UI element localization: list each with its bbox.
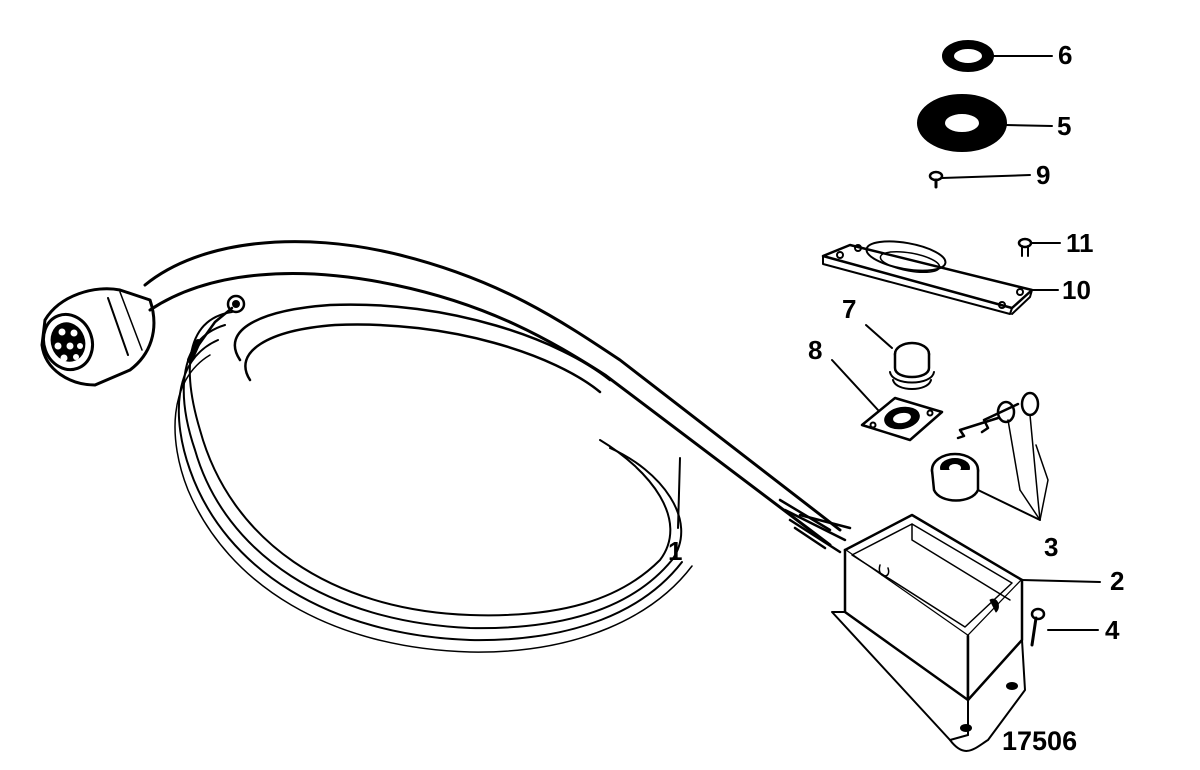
grommet-large bbox=[917, 94, 1007, 152]
callout-1: 1 bbox=[668, 536, 683, 566]
callout-11: 11 bbox=[1066, 228, 1094, 258]
wire-ends bbox=[778, 498, 852, 554]
callout-2: 2 bbox=[1110, 566, 1125, 596]
callout-10: 10 bbox=[1062, 275, 1091, 305]
callout-3: 3 bbox=[1044, 532, 1059, 562]
flange-seal bbox=[860, 396, 944, 442]
figure-number: 17506 bbox=[1002, 726, 1078, 756]
screw-small bbox=[928, 170, 944, 189]
leader-lines bbox=[677, 55, 1101, 631]
callout-5: 5 bbox=[1057, 111, 1072, 141]
callout-4: 4 bbox=[1105, 615, 1120, 645]
wiring-harness-cable bbox=[40, 240, 852, 653]
junction-box bbox=[831, 513, 1026, 752]
callout-6: 6 bbox=[1058, 40, 1073, 70]
screw-box bbox=[1030, 607, 1046, 647]
callout-8: 8 bbox=[808, 335, 823, 365]
callout-9: 9 bbox=[1036, 160, 1051, 190]
grommet-small bbox=[942, 40, 994, 72]
button-plug bbox=[889, 341, 935, 390]
callout-7: 7 bbox=[842, 294, 857, 324]
keys bbox=[956, 391, 1049, 521]
ignition-switch bbox=[930, 452, 980, 502]
harness-plug bbox=[40, 287, 156, 387]
screw-cover bbox=[1017, 237, 1033, 257]
